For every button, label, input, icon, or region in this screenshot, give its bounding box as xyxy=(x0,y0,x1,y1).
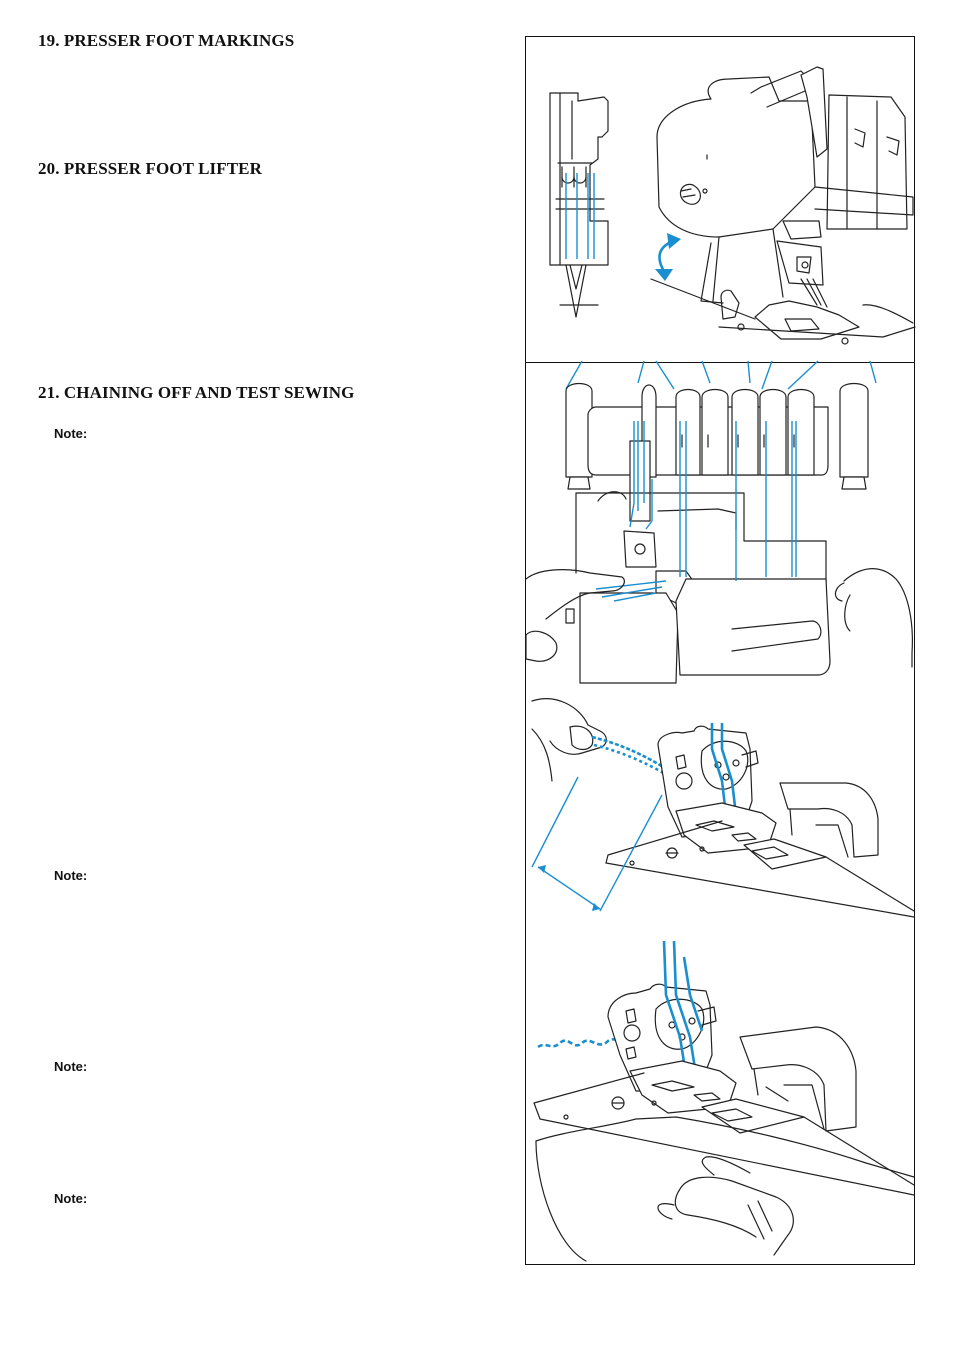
figure-divider xyxy=(526,362,914,363)
section-19-title: 19. PRESSER FOOT MARKINGS xyxy=(38,31,295,50)
presser-foot-lifter-illustration xyxy=(650,66,916,345)
note-label-3: Note: xyxy=(54,1059,88,1074)
note-label-1: Note: xyxy=(54,426,88,441)
test-sewing-illustration xyxy=(533,940,915,1262)
section-20-title: 20. PRESSER FOOT LIFTER xyxy=(38,159,262,178)
section-21-title: 21. CHAINING OFF AND TEST SEWING xyxy=(38,383,355,402)
note-label-2: Note: xyxy=(54,868,88,883)
chaining-off-illustration xyxy=(531,698,915,918)
serger-front-view-illustration xyxy=(525,360,913,684)
presser-foot-markings-illustration xyxy=(549,92,609,318)
illustration-frame xyxy=(525,36,916,1265)
note-label-4: Note: xyxy=(54,1191,88,1206)
